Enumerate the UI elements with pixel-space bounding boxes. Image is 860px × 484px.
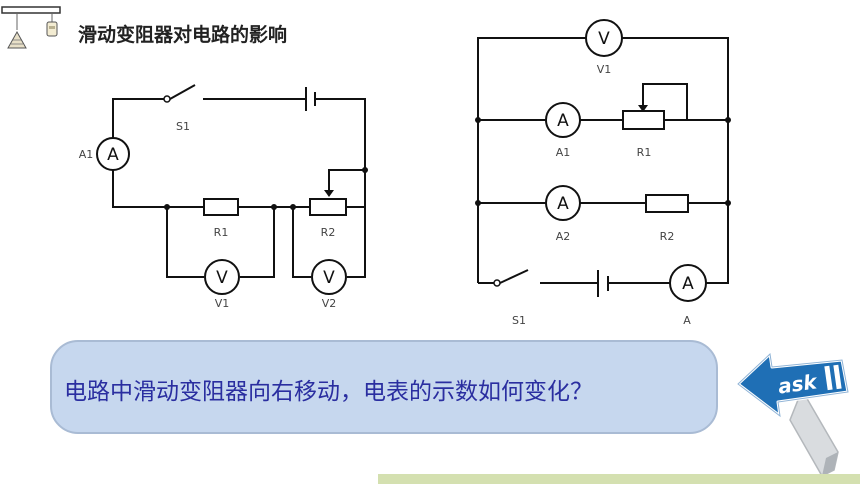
right-a-label: A	[683, 314, 691, 327]
left-v1-meter	[204, 259, 240, 295]
left-v2-label: V2	[322, 297, 337, 310]
right-r2-label: R2	[660, 230, 675, 243]
left-v1-label: V1	[215, 297, 230, 310]
left-v2-letter: V	[323, 268, 335, 288]
right-v1-letter: V	[598, 29, 610, 49]
right-a-letter: A	[682, 274, 694, 294]
question-box: 电路中滑动变阻器向右移动，电表的示数如何变化？	[50, 340, 718, 434]
right-a-meter	[669, 264, 707, 302]
left-a1-label: A1	[79, 148, 94, 161]
left-s1-label: S1	[176, 120, 190, 133]
right-r1-label: R1	[637, 146, 652, 159]
bottom-decorative-bar	[378, 474, 860, 484]
right-s1-label: S1	[512, 314, 526, 327]
left-circuit-wires	[112, 84, 366, 278]
right-a2-label: A2	[556, 230, 571, 243]
right-circuit-wires	[477, 37, 729, 297]
lamp-logo-icon	[1, 6, 61, 49]
right-v1-label: V1	[597, 63, 612, 76]
question-text: 电路中滑动变阻器向右移动，电表的示数如何变化？	[64, 379, 593, 405]
right-r2-resistor	[645, 194, 689, 213]
right-r1-resistor	[622, 110, 665, 130]
right-v1-meter	[585, 19, 623, 57]
right-a1-meter	[545, 102, 581, 138]
slide-title: 滑动变阻器对电路的影响	[78, 24, 288, 46]
right-a2-letter: A	[557, 194, 569, 214]
left-a1-meter	[96, 137, 130, 171]
left-a1-letter: A	[107, 145, 119, 165]
left-r1-label: R1	[214, 226, 229, 239]
left-v1-letter: V	[216, 268, 228, 288]
left-r2-label: R2	[321, 226, 336, 239]
right-a1-label: A1	[556, 146, 571, 159]
right-a2-meter	[545, 185, 581, 221]
left-r2-resistor	[309, 198, 347, 216]
left-r1-resistor	[203, 198, 239, 216]
ask-text: ask	[776, 369, 819, 398]
left-v2-meter	[311, 259, 347, 295]
circuit-diagrams: A V V V A A A S1 A1 R1 R2 V1 V2 V1 A1 R1…	[79, 19, 731, 327]
ask-arrow-icon: ask	[736, 352, 850, 477]
right-a1-letter: A	[557, 111, 569, 131]
